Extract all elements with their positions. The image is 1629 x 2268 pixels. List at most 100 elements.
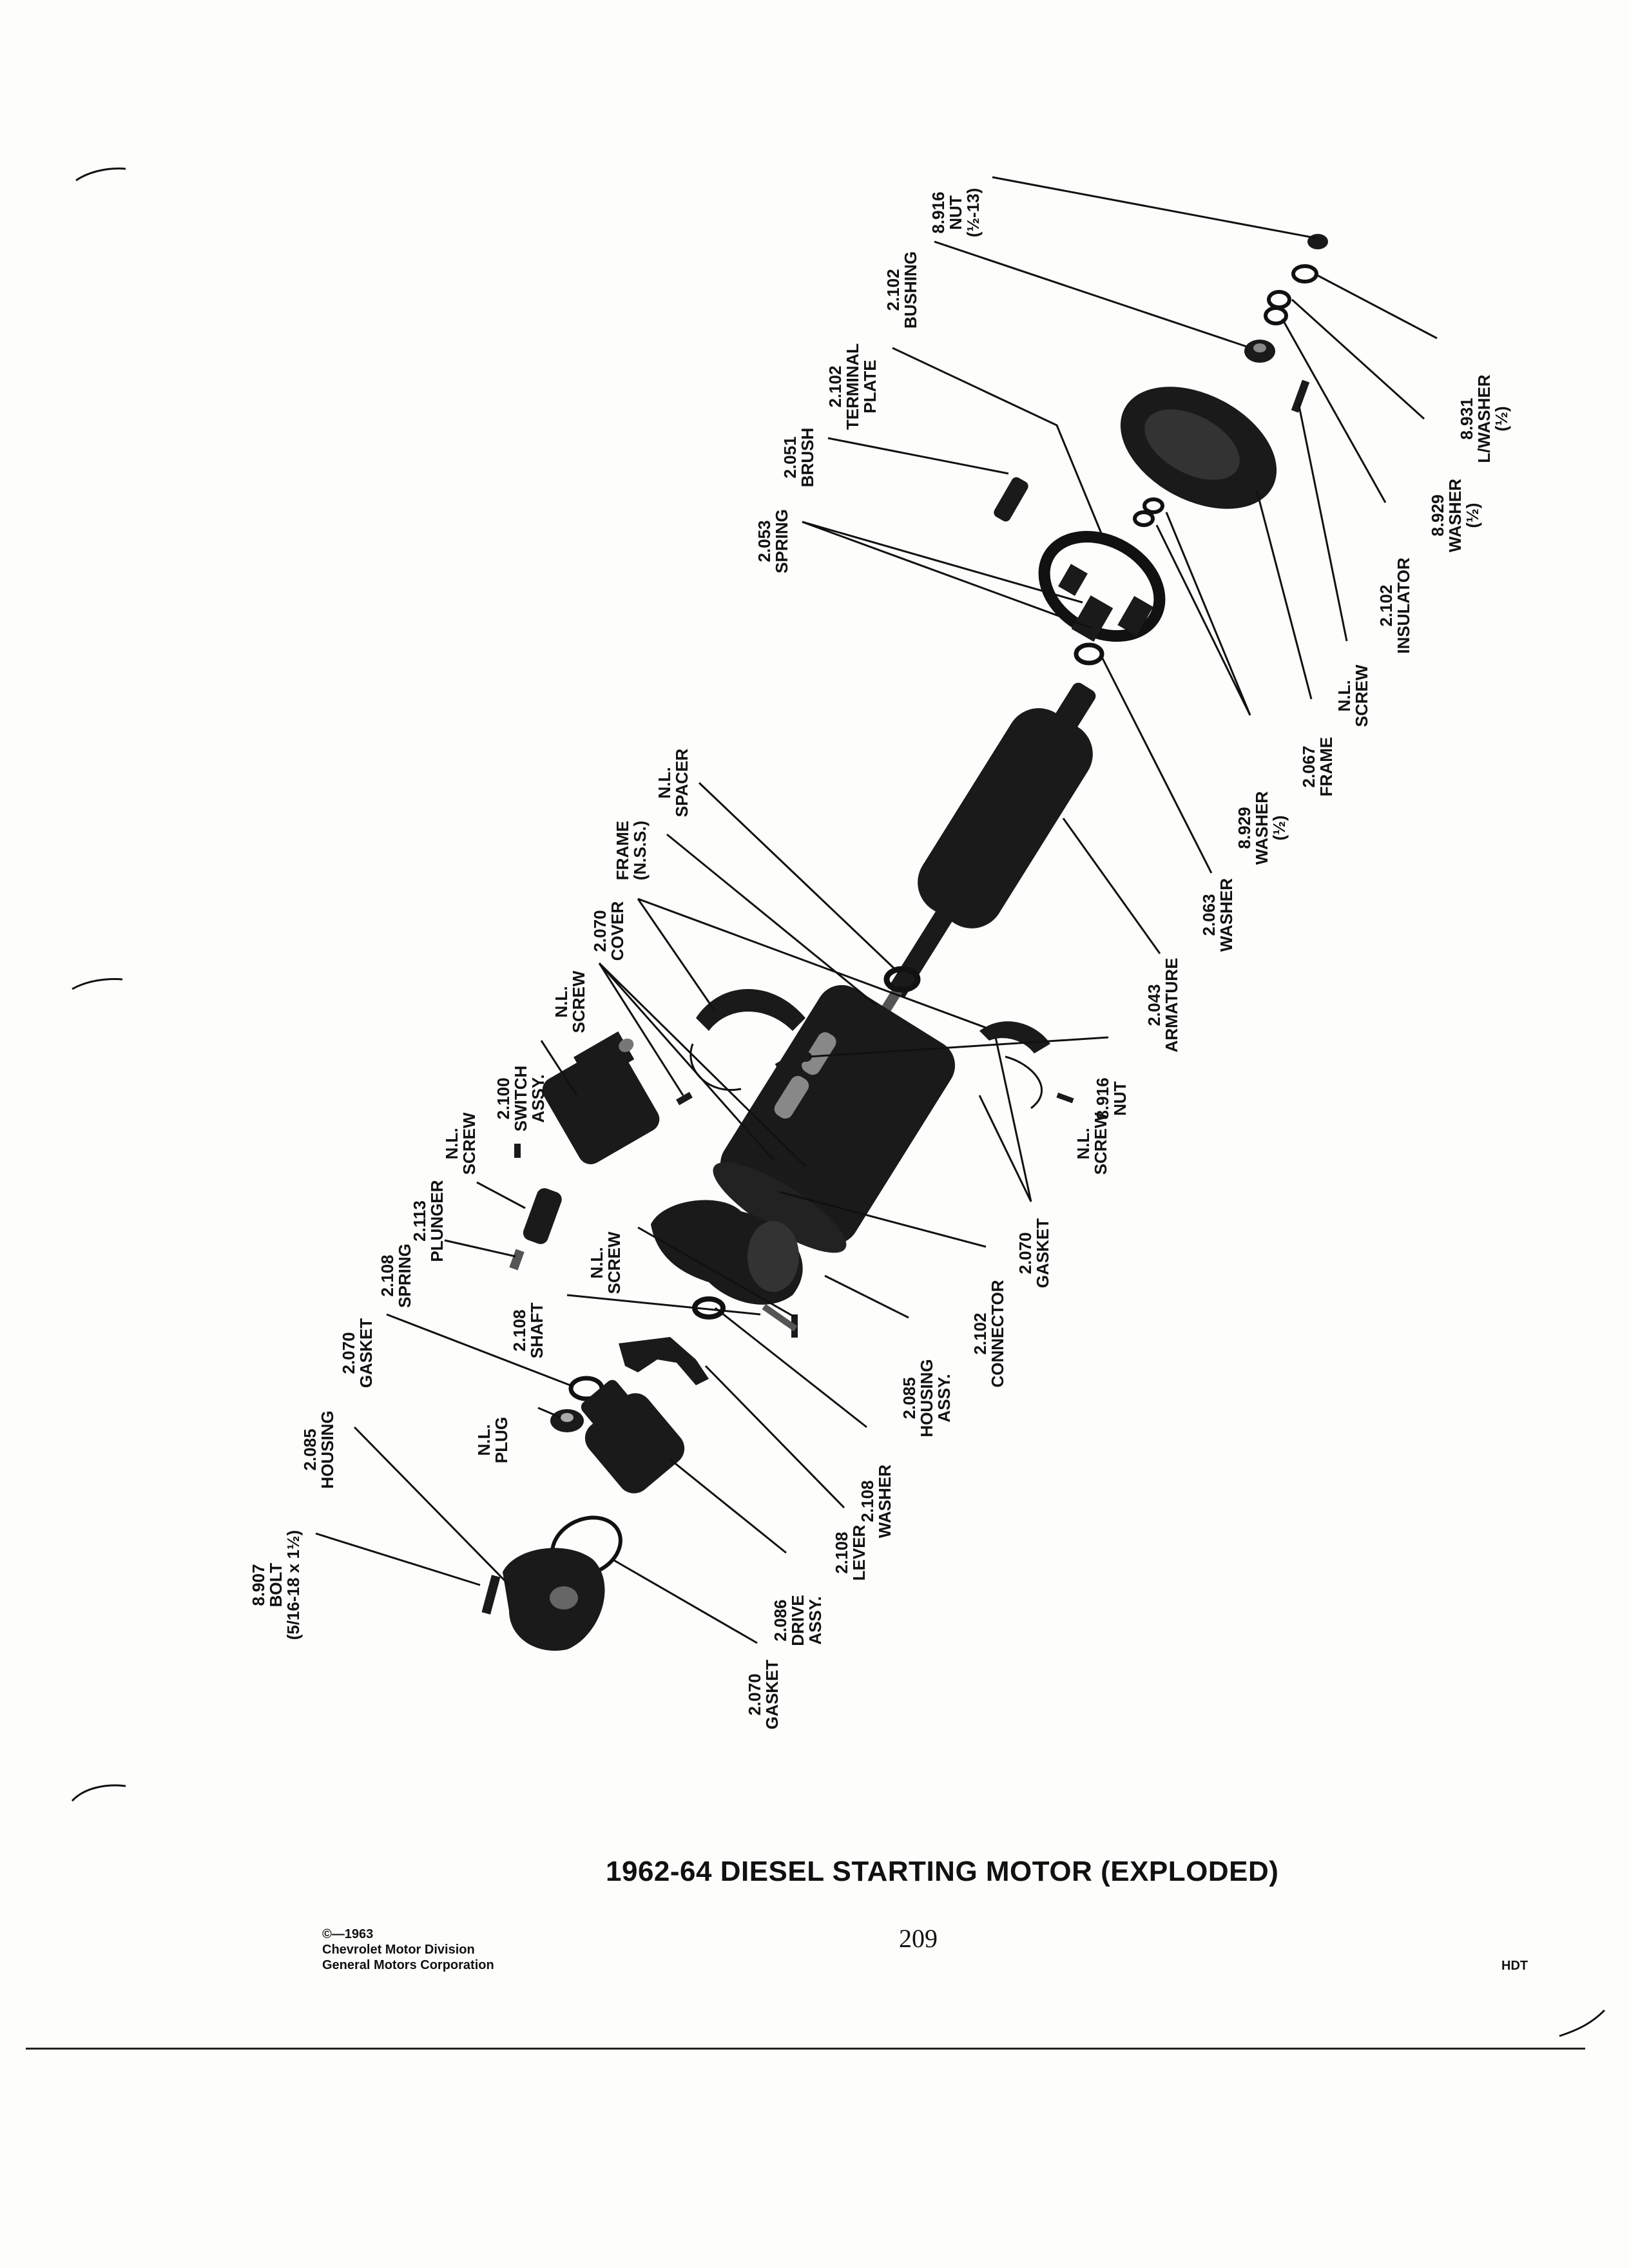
callout-text: PLUNGER: [427, 1180, 447, 1262]
plug-part: [550, 1409, 584, 1432]
spring-plunger-part: [509, 1249, 525, 1271]
callout-text: N.L.: [587, 1247, 606, 1278]
callout-nl-spacer: N.L.SPACER: [655, 749, 691, 818]
callout-nl-screw-switch: N.L.SCREW: [442, 1112, 479, 1175]
copyright-block: ©—1963 Chevrolet Motor Division General …: [322, 1927, 494, 1973]
callout-text: (N.S.S.): [630, 821, 650, 880]
cover-right-part: [979, 1021, 1050, 1110]
callout-text: HOUSING: [318, 1410, 337, 1488]
callout-text: 2.051: [780, 436, 800, 478]
callout-text: HOUSING: [917, 1359, 936, 1437]
callout-nl-screw-cover: N.L.SCREW: [552, 970, 588, 1033]
callout-text: WASHER: [1252, 791, 1271, 865]
callout-text: N.L.: [442, 1128, 461, 1159]
callout-text: (½): [1463, 503, 1482, 528]
nose-housing-part: [503, 1548, 605, 1651]
callout-text: SCREW: [569, 970, 588, 1033]
callout-text: N.L.: [1335, 680, 1354, 711]
callout-text: 8.929: [1235, 807, 1254, 849]
callout-text: N.L.: [1074, 1128, 1093, 1159]
callout-text: N.L.: [474, 1424, 494, 1456]
callout-text: NUT: [946, 195, 965, 230]
callout-text: N.L.: [552, 986, 571, 1017]
callout-text: 2.070: [339, 1332, 358, 1374]
callout-nl-screw-frame: N.L.SCREW: [1335, 664, 1371, 727]
callout-text: BRUSH: [798, 428, 817, 487]
callout-text: SPRING: [772, 509, 791, 573]
callout-text: 2.108: [858, 1480, 877, 1522]
callout-text: BOLT: [266, 1562, 285, 1607]
callout-nl-screw-housing: N.L.SCREW: [587, 1231, 624, 1294]
callout-text: INSULATOR: [1394, 557, 1413, 653]
callout-text: FRAME: [1316, 737, 1336, 796]
margin-marks: [71, 168, 1606, 2037]
callout-text: 2.053: [755, 520, 774, 562]
part-drawings: [481, 234, 1328, 1651]
callout-text: N.L.: [655, 767, 674, 798]
callout-text: WASHER: [1445, 479, 1465, 552]
screw-right-part: [1056, 1092, 1074, 1104]
callout-text: ASSY.: [528, 1074, 548, 1122]
callout-text: SCREW: [1091, 1112, 1110, 1175]
callout-text: SWITCH: [511, 1066, 530, 1132]
callout-text: 2.102: [825, 365, 845, 407]
screw-part: [1291, 380, 1310, 413]
copyright-line: General Motors Corporation: [322, 1958, 494, 1972]
callout-text: ASSY.: [934, 1374, 954, 1422]
callout-text: GASKET: [762, 1660, 782, 1729]
bottom-rule: [26, 2048, 1585, 2050]
callout-text: FRAME: [613, 821, 632, 880]
callout-text: 2.108: [510, 1309, 529, 1351]
callout-text: WASHER: [875, 1465, 894, 1538]
section-code: HDT: [1501, 1959, 1528, 1973]
copyright-line: Chevrolet Motor Division: [322, 1943, 475, 1957]
callout-nl-plug: N.L.PLUG: [474, 1417, 511, 1463]
callout-text: SCREW: [459, 1112, 479, 1175]
callout-text: 2.070: [590, 910, 610, 952]
callout-text: COVER: [608, 901, 627, 961]
callout-text: (½): [1492, 407, 1511, 432]
spacer-part: [883, 966, 921, 993]
callout-frame-nss: FRAME(N.S.S.): [613, 821, 650, 880]
callout-text: 2.108: [378, 1254, 397, 1296]
callout-text: SPRING: [395, 1244, 414, 1308]
callout-text: ASSY.: [805, 1596, 825, 1644]
washer-part: [1267, 290, 1291, 309]
washer-mid-part: [1133, 497, 1164, 527]
drive-assy-part: [581, 1379, 685, 1494]
callout-text: SCREW: [604, 1231, 624, 1294]
callout-text: ARMATURE: [1162, 958, 1181, 1053]
callout-text: TERMINAL: [843, 343, 862, 430]
screw-cover-part: [676, 1091, 693, 1106]
washer-2063-part: [1074, 642, 1104, 666]
copyright-line: ©—1963: [322, 1927, 374, 1941]
callout-text: NUT: [1110, 1081, 1130, 1116]
callout-text: (½): [1269, 816, 1289, 841]
callout-nl-screw-right: N.L.SCREW: [1074, 1112, 1110, 1175]
terminal-plate-part: [1038, 530, 1166, 642]
callout-labels: 8.916NUT(½-13)2.102BUSHING8.931L/WASHER(…: [249, 188, 1511, 1729]
callout-text: 8.931: [1457, 398, 1476, 439]
callout-text: SPACER: [672, 749, 691, 818]
callout-text: L/WASHER: [1474, 374, 1494, 463]
callout-text: WASHER: [1217, 878, 1236, 952]
